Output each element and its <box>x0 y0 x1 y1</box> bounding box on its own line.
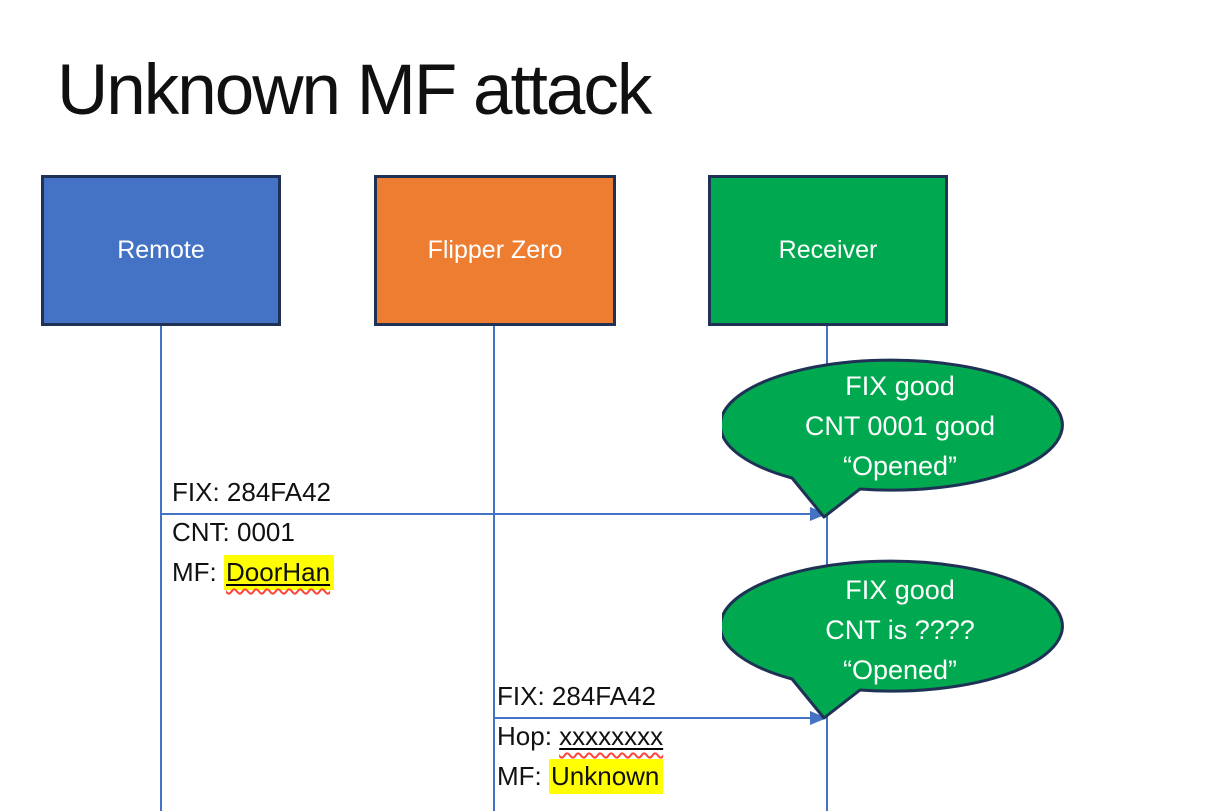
message1-arrow-line <box>161 513 811 515</box>
message2-fix: FIX: 284FA42 <box>497 681 656 711</box>
lifeline-remote <box>160 326 162 811</box>
speech-bubble-2-text: FIX good CNT is ???? “Opened” <box>722 570 1078 690</box>
message1-cnt: CNT: 0001 <box>172 517 295 547</box>
message2-labels: FIX: 284FA42 Hop: xxxxxxxx MF: Unknown <box>497 676 664 796</box>
bubble2-line3: “Opened” <box>842 655 958 685</box>
actor-label-flipper-zero: Flipper Zero <box>427 236 563 264</box>
message1-mf-label: MF: <box>172 557 224 587</box>
actor-label-receiver: Receiver <box>778 236 878 264</box>
actor-box-receiver: Receiver <box>708 175 948 326</box>
bubble1-line2: CNT 0001 good <box>804 411 996 441</box>
message2-mf: MF: Unknown <box>497 756 664 796</box>
message2-arrow-line <box>494 717 811 719</box>
message1-fix: FIX: 284FA42 <box>172 477 331 507</box>
actor-box-remote: Remote <box>41 175 281 326</box>
page-title: Unknown MF attack <box>57 50 652 130</box>
speech-bubble-shape <box>722 358 1064 519</box>
bubble2-line2: CNT is ???? <box>825 615 975 645</box>
actor-label-remote: Remote <box>117 236 205 264</box>
message2-hop: Hop: xxxxxxxx <box>497 716 663 756</box>
message1-mf-value-highlighted: DoorHan <box>224 555 335 590</box>
message2-hop-label: Hop: <box>497 721 560 751</box>
bubble1-line1: FIX good <box>845 371 955 401</box>
message2-hop-value: xxxxxxxx <box>559 721 664 751</box>
bubble2-line1: FIX good <box>845 575 955 605</box>
actor-box-flipper-zero: Flipper Zero <box>374 175 616 326</box>
message2-mf-label: MF: <box>497 761 549 791</box>
lifeline-flipper-zero <box>493 326 495 811</box>
speech-bubble-shape <box>722 559 1064 720</box>
speech-bubble-1-text: FIX good CNT 0001 good “Opened” <box>722 366 1078 486</box>
message2-mf-value-highlighted: Unknown <box>549 759 664 794</box>
bubble1-line3: “Opened” <box>842 451 958 481</box>
message1-mf: MF: DoorHan <box>172 552 335 592</box>
message1-labels: FIX: 284FA42 CNT: 0001 MF: DoorHan <box>172 472 335 592</box>
